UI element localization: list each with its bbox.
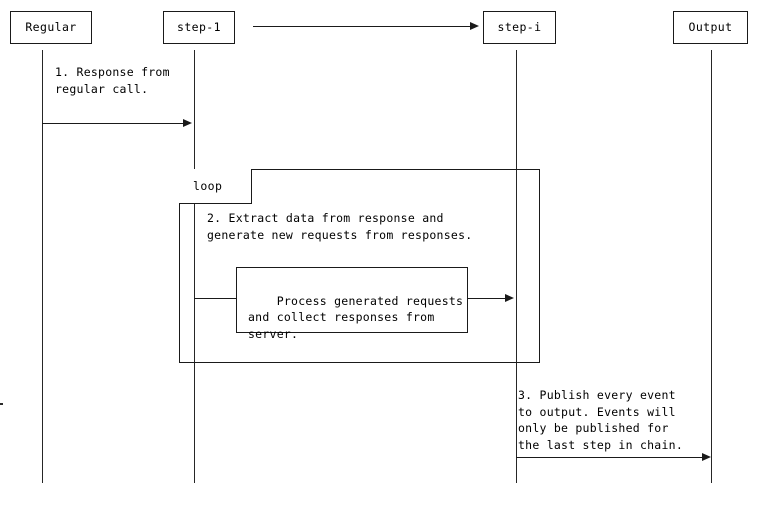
message-line-m2-right-stub — [467, 298, 508, 299]
message-line-m0 — [253, 26, 475, 27]
message-note-m2-text: Process generated requests and collect r… — [248, 293, 464, 341]
participant-box-output[interactable]: Output — [673, 11, 748, 44]
participant-label-output: Output — [688, 19, 733, 34]
message-arrowhead-m1 — [183, 119, 192, 127]
message-line-m2-left-stub — [194, 298, 237, 299]
message-arrowhead-m0 — [470, 22, 479, 30]
lifeline-step-1 — [194, 50, 195, 483]
lifeline-output — [711, 50, 712, 483]
loop-fragment-operator-tab: loop — [179, 169, 252, 204]
lifeline-step-i — [516, 50, 517, 483]
message-line-m1 — [42, 123, 187, 124]
message-note-m2: Process generated requests and collect r… — [236, 267, 468, 341]
message-label-m3: 3. Publish every event to output. Events… — [518, 388, 683, 452]
message-arrowhead-m2 — [505, 294, 514, 302]
message-label-m1: 1. Response from regular call. — [55, 65, 170, 96]
lifeline-regular — [42, 50, 43, 483]
message-arrowhead-m3 — [702, 453, 711, 461]
participant-box-step-1[interactable]: step-1 — [163, 11, 235, 44]
loop-fragment-frame — [179, 169, 540, 363]
participant-label-step-i: step-i — [497, 19, 542, 34]
loop-fragment-operator-label: loop — [193, 179, 223, 193]
participant-box-step-i[interactable]: step-i — [483, 11, 556, 44]
loop-fragment-body-text: 2. Extract data from response and genera… — [207, 211, 473, 242]
participant-label-regular: Regular — [25, 19, 77, 34]
participant-box-regular[interactable]: Regular — [10, 11, 92, 44]
participant-label-step-1: step-1 — [177, 19, 221, 34]
image-edge-artifact — [0, 403, 3, 405]
message-line-m3 — [516, 457, 707, 458]
